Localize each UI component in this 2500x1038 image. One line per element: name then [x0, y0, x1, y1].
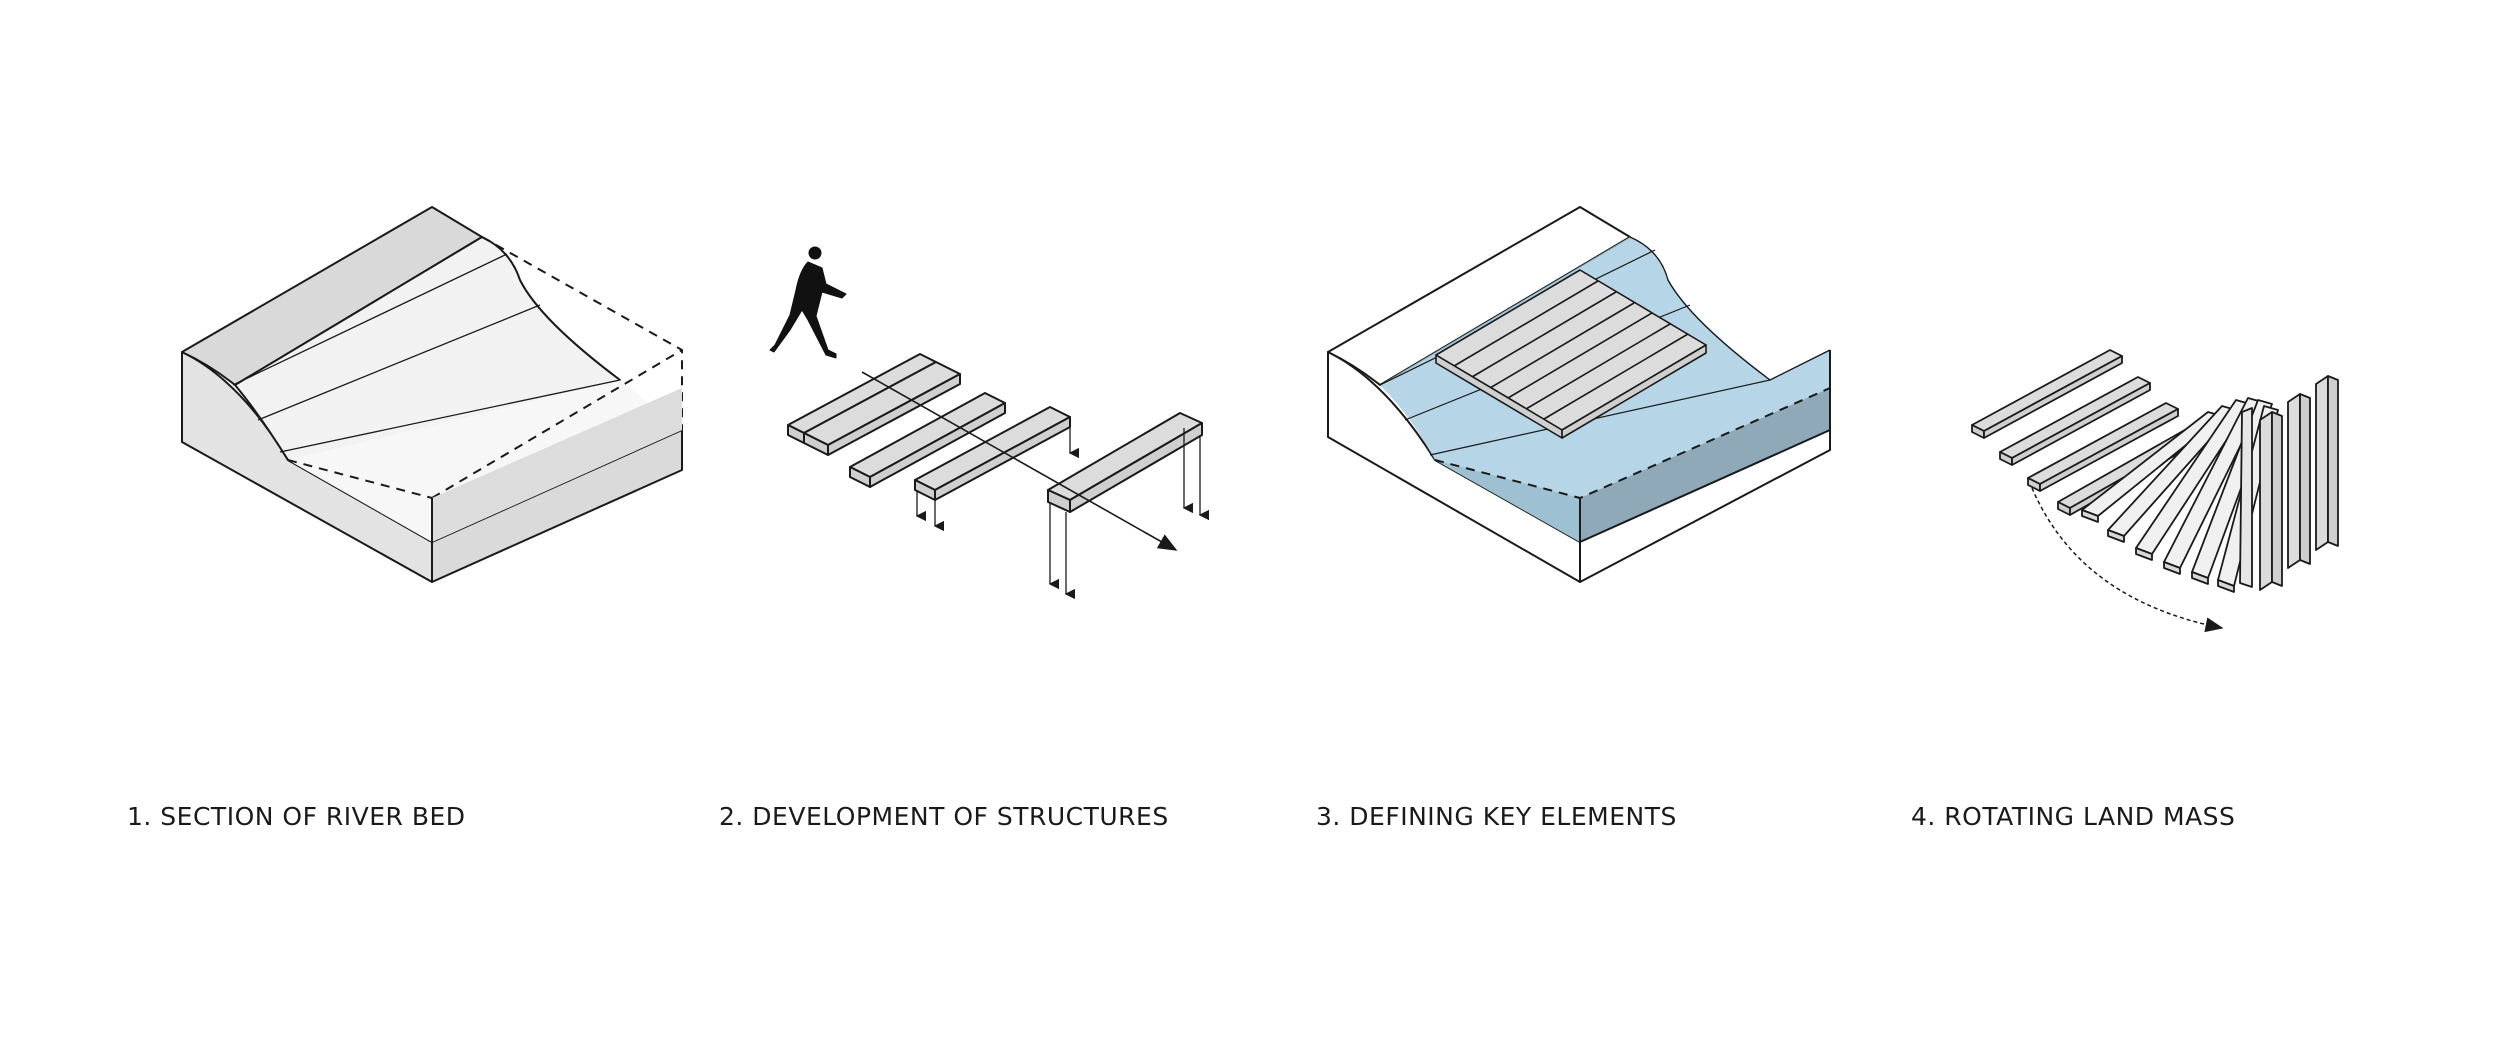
river-bed-section-block: [181, 206, 683, 583]
direction-arrow: [861, 371, 1178, 551]
caption-development-of-structures: 2. DEVELOPMENT OF STRUCTURES: [719, 802, 1169, 831]
structures-development: [769, 246, 1210, 600]
dashed-volume: [1434, 387, 1831, 542]
slope-line: [232, 253, 508, 386]
caption-section-of-river-bed: 1. SECTION OF RIVER BED: [127, 802, 466, 831]
walking-person-icon: [769, 246, 847, 359]
slab-4: [1047, 412, 1203, 513]
slope-line: [279, 379, 621, 453]
water-side: [1435, 460, 1580, 542]
flat-slab: [2027, 402, 2179, 492]
key-elements-block: [1327, 206, 1831, 583]
platform-deck: [1435, 269, 1707, 439]
vertical-slab: [2259, 411, 2283, 591]
flat-slab: [1971, 349, 2123, 439]
caption-defining-key-elements: 3. DEFINING KEY ELEMENTS: [1316, 802, 1677, 831]
shaded-floor: [432, 388, 682, 542]
river-bed-floor: [288, 380, 682, 542]
slab-1: [787, 353, 961, 456]
slab-2: [849, 392, 1006, 488]
rotation-arrow: [2031, 487, 2224, 633]
vertical-slab: [2315, 375, 2339, 551]
dashed-volume: [287, 236, 683, 499]
slope-line: [257, 304, 541, 421]
flat-slab: [1999, 376, 2151, 466]
rotating-slab: [2239, 407, 2253, 588]
vertical-slab: [2287, 393, 2311, 569]
water-deep: [1580, 388, 1830, 542]
caption-rotating-land-mass: 4. ROTATING LAND MASS: [1911, 802, 2236, 831]
rotating-land-mass: [1971, 349, 2339, 633]
